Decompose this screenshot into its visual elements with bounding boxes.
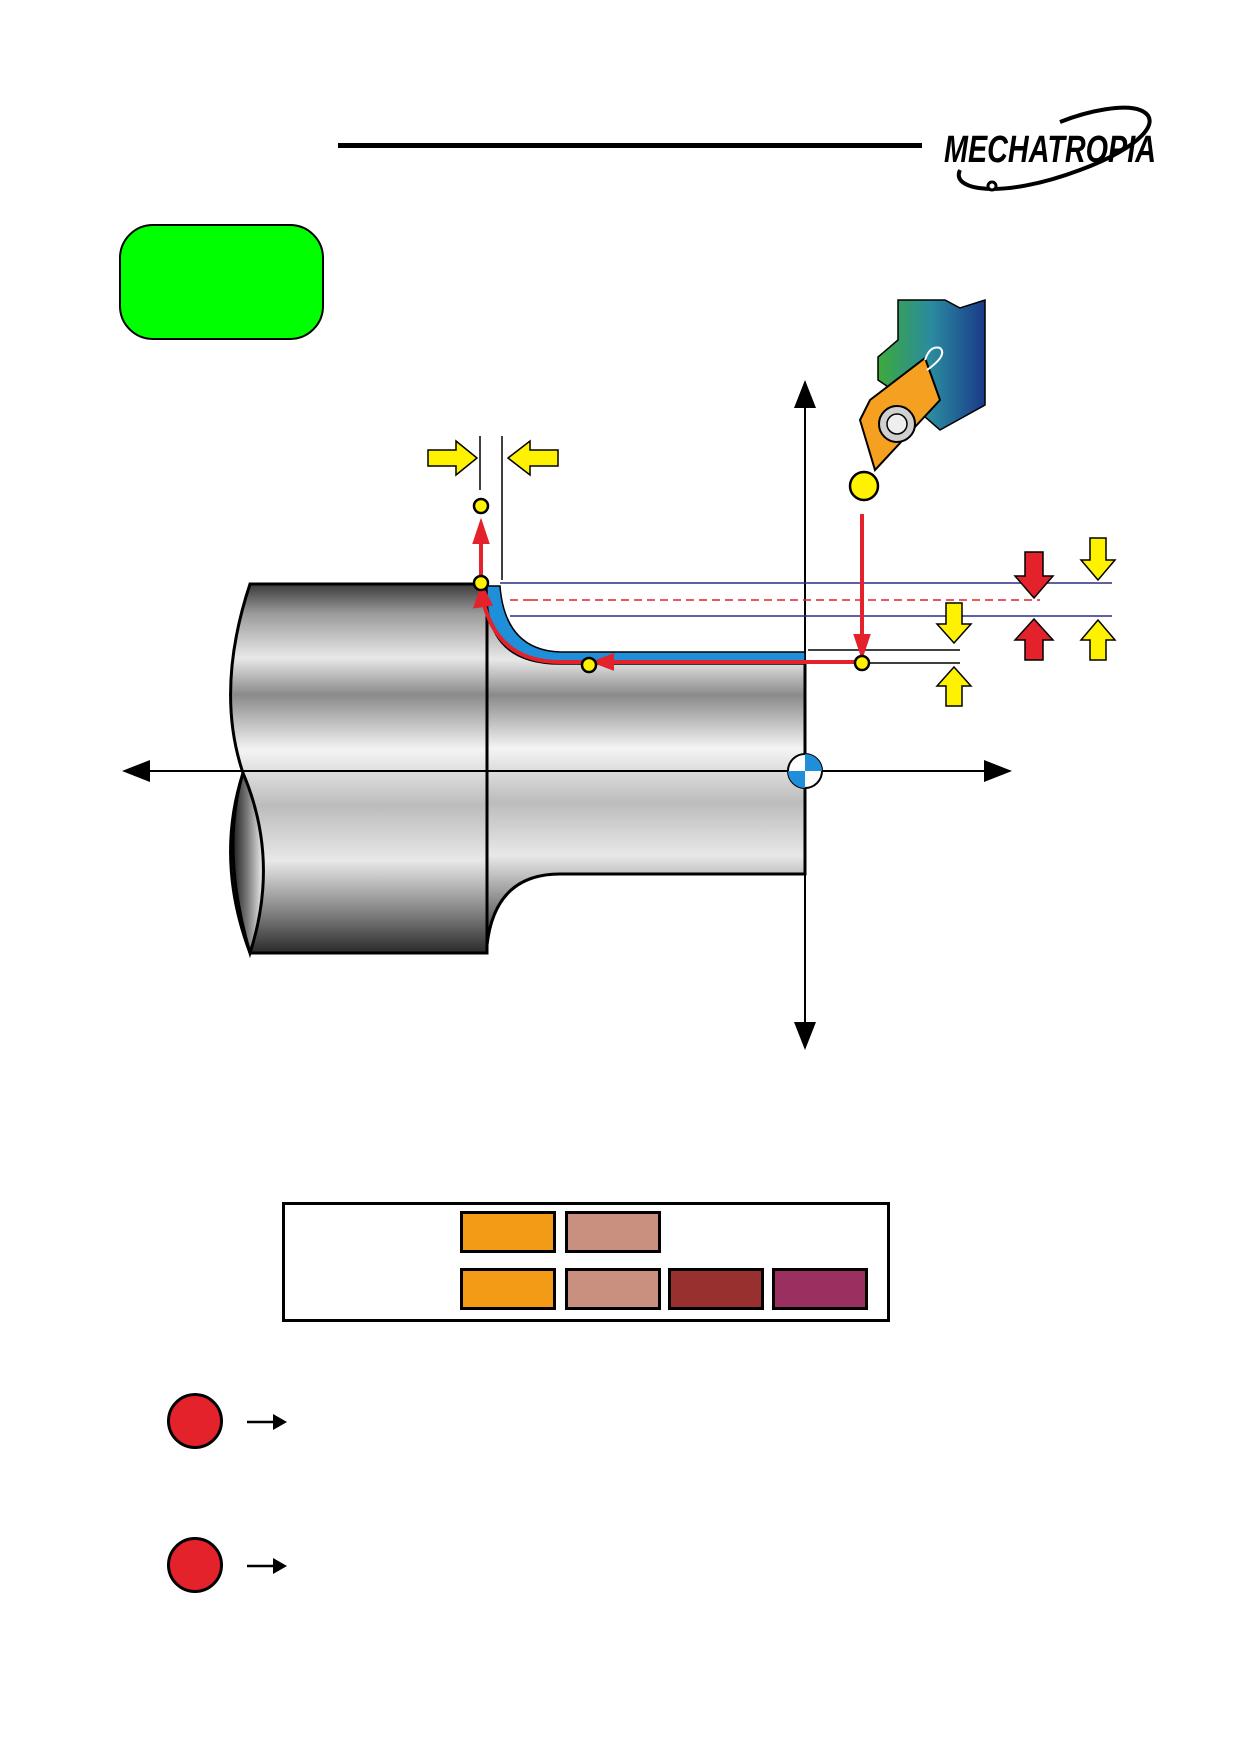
- mode-badge: [119, 224, 324, 340]
- path-points: [472, 470, 880, 674]
- point-p2: [580, 656, 598, 674]
- allowance-arrows-x: [935, 537, 1117, 707]
- turning-tool: [858, 298, 986, 472]
- note-1: [167, 1393, 567, 1453]
- allowance-arrows-z: [427, 439, 559, 477]
- header-rule: [338, 143, 922, 148]
- workpiece-small-diameter: [485, 587, 807, 946]
- legend-swatch-r2-4: [772, 1268, 868, 1310]
- logo-text: MECHATROPIA: [944, 129, 1156, 171]
- mechatropia-logo: MECHATROPIA: [944, 105, 1156, 192]
- legend-swatch-r2-2: [565, 1268, 661, 1310]
- depth-arrows-red: [1013, 551, 1055, 661]
- program-zero-icon: [787, 753, 823, 789]
- start-point: [848, 470, 880, 502]
- guide-lines: [479, 436, 1112, 664]
- legend-swatch-r2-1: [460, 1268, 556, 1310]
- right-arrow-icon: [247, 1558, 287, 1574]
- right-arrow-icon: [247, 1414, 287, 1430]
- legend-box: [282, 1202, 890, 1322]
- point-p1: [853, 654, 871, 672]
- legend-swatch-r1-1: [460, 1211, 556, 1253]
- workpiece-large-diameter: [229, 582, 489, 959]
- legend-swatch-r2-3: [668, 1268, 764, 1310]
- note-2: [167, 1537, 567, 1597]
- red-dot-icon: [167, 1393, 223, 1449]
- legend-swatch-r1-2: [565, 1211, 661, 1253]
- red-dot-icon: [167, 1537, 223, 1593]
- point-p3: [472, 574, 490, 592]
- tool-path: [472, 514, 871, 671]
- finish-allowance: [486, 585, 806, 665]
- point-p4: [472, 497, 490, 515]
- x-axis: [794, 380, 816, 1050]
- z-axis: [122, 760, 1012, 782]
